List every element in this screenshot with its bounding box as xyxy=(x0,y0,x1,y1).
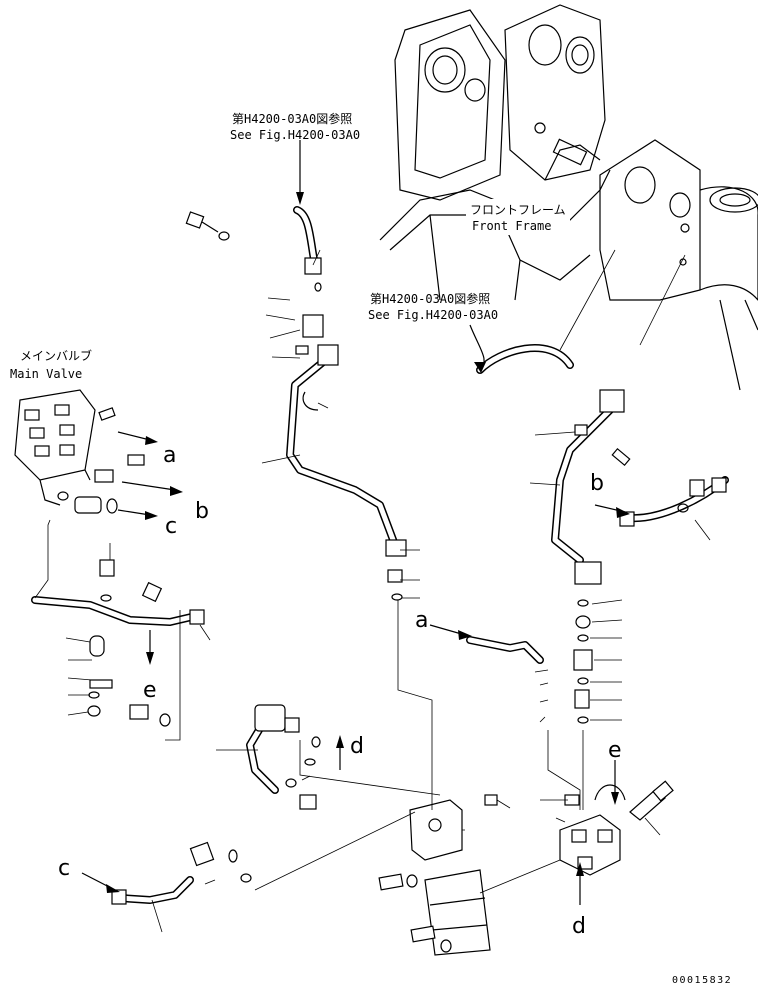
callout-d1: d xyxy=(350,734,364,759)
ref-top-en: See Fig.H4200-03A0 xyxy=(230,128,360,142)
front-frame-jp: フロントフレーム xyxy=(470,203,566,217)
main-valve-en: Main Valve xyxy=(10,367,82,381)
callout-a2: a xyxy=(415,608,428,633)
main-valve-jp: メインバルブ xyxy=(20,348,92,363)
ref-top-jp: 第H4200-03A0図参照 xyxy=(232,111,352,126)
ref-right-jp: 第H4200-03A0図参照 xyxy=(370,291,490,306)
callout-a1: a xyxy=(163,443,176,468)
callout-c1: c xyxy=(165,514,177,539)
reference-top: 第H4200-03A0図参照 See Fig.H4200-03A0 xyxy=(230,111,360,142)
main-valve-drawing xyxy=(14,389,145,514)
arrows xyxy=(81,140,630,905)
callout-e1: e xyxy=(143,678,157,703)
callout-c2: c xyxy=(58,856,70,881)
leader-lines xyxy=(34,249,711,933)
front-frame-label: フロントフレーム Front Frame xyxy=(466,199,570,235)
ref-right-en: See Fig.H4200-03A0 xyxy=(368,308,498,322)
callout-letters: a b c b e a d c e d xyxy=(58,443,622,939)
drawing-number: 00015832 xyxy=(672,975,732,986)
front-frame-drawing xyxy=(379,4,758,391)
callout-b1: b xyxy=(195,499,209,524)
reference-right: 第H4200-03A0図参照 See Fig.H4200-03A0 xyxy=(368,291,498,322)
callout-b2: b xyxy=(590,471,604,496)
main-valve-label: メインバルブ Main Valve xyxy=(10,348,92,381)
callout-e2: e xyxy=(608,738,622,763)
front-frame-en: Front Frame xyxy=(472,219,551,233)
fittings xyxy=(87,211,727,956)
callout-d2: d xyxy=(572,914,586,939)
